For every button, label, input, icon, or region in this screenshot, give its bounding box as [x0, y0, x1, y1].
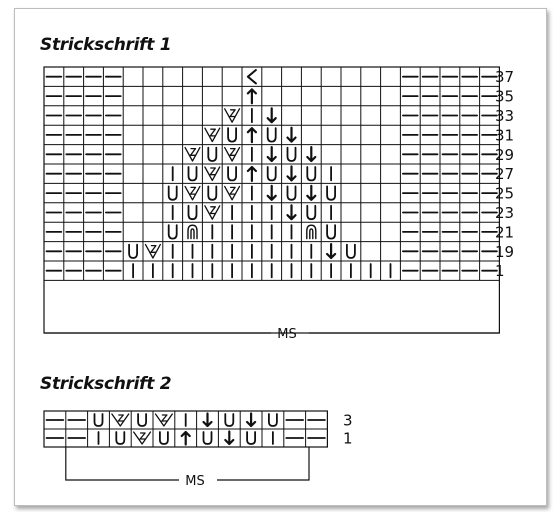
yarn-over-symbol	[93, 413, 104, 427]
yarn-over-symbol	[286, 146, 297, 162]
yarn-over-symbol	[326, 185, 336, 201]
down-arrow-symbol	[286, 165, 297, 182]
decrease-symbol	[224, 185, 241, 201]
up-arrow-symbol	[246, 88, 257, 105]
decrease-symbol	[204, 166, 221, 182]
ms-label: MS	[277, 327, 296, 342]
yarn-over-symbol	[187, 204, 198, 221]
row-number: 3	[343, 412, 353, 430]
row-number: 27	[495, 165, 514, 183]
down-arrow-symbol	[224, 430, 235, 446]
decrease-symbol	[224, 146, 241, 162]
ms-label: MS	[185, 474, 204, 489]
chart2-title: Strickschrift 2	[40, 374, 172, 394]
chart-outline	[43, 66, 500, 334]
decrease-symbol	[111, 413, 130, 427]
row-number: 25	[495, 185, 514, 203]
yarn-over-symbol	[187, 166, 198, 182]
yarn-over-symbol	[202, 431, 213, 445]
yarn-over-symbol	[115, 431, 126, 445]
down-arrow-symbol	[306, 146, 317, 163]
row-number: 35	[495, 88, 514, 106]
yarn-over-symbol	[306, 204, 317, 221]
row-number: 21	[495, 223, 514, 241]
arch-symbol	[306, 224, 317, 240]
decrease-symbol	[184, 146, 201, 162]
up-arrow-symbol	[246, 127, 257, 144]
down-arrow-symbol	[266, 184, 277, 201]
chart1-title: Strickschrift 1	[40, 35, 172, 55]
decrease-symbol	[144, 243, 161, 259]
yarn-over-symbol	[268, 413, 278, 427]
up-arrow-symbol	[246, 165, 257, 182]
yarn-over-symbol	[227, 166, 237, 182]
down-arrow-symbol	[266, 146, 277, 163]
yarn-over-symbol	[286, 185, 297, 201]
yarn-over-symbol	[266, 166, 277, 182]
yarn-over-symbol	[128, 243, 138, 259]
decrease-symbol	[184, 185, 201, 201]
down-arrow-symbol	[286, 204, 297, 221]
yarn-over-symbol	[167, 185, 178, 201]
yarn-over-symbol	[326, 224, 336, 240]
down-arrow-symbol	[246, 412, 257, 428]
down-arrow-symbol	[266, 107, 277, 124]
row-number: 1	[343, 430, 353, 448]
yarn-over-symbol	[246, 431, 256, 445]
yarn-over-symbol	[207, 185, 218, 201]
yarn-over-symbol	[346, 243, 356, 259]
row-number: 19	[495, 243, 514, 261]
yarn-over-symbol	[137, 413, 147, 427]
row-number: 29	[495, 146, 514, 164]
yarn-over-symbol	[306, 166, 317, 182]
decrease-symbol	[154, 413, 173, 427]
down-arrow-symbol	[202, 412, 213, 428]
arch-symbol	[187, 224, 198, 240]
yarn-over-symbol	[159, 431, 169, 445]
ms-bracket	[65, 447, 310, 481]
down-arrow-symbol	[286, 126, 297, 143]
row-number: 31	[495, 126, 514, 144]
yarn-over-symbol	[227, 127, 237, 143]
decrease-symbol	[204, 127, 221, 143]
yarn-over-symbol	[266, 127, 277, 143]
row-number: 37	[495, 68, 514, 86]
up-arrow-symbol	[180, 430, 191, 446]
down-arrow-symbol	[326, 243, 337, 260]
yarn-over-symbol	[167, 224, 178, 240]
row-number: 1	[495, 262, 505, 280]
yarn-over-symbol	[207, 146, 218, 162]
left-decrease-symbol	[246, 69, 257, 85]
decrease-symbol	[204, 205, 221, 220]
decrease-symbol	[224, 108, 241, 123]
yarn-over-symbol	[224, 413, 235, 427]
decrease-symbol	[133, 431, 152, 445]
row-number: 33	[495, 107, 514, 125]
row-number: 23	[495, 204, 514, 222]
down-arrow-symbol	[306, 184, 317, 201]
